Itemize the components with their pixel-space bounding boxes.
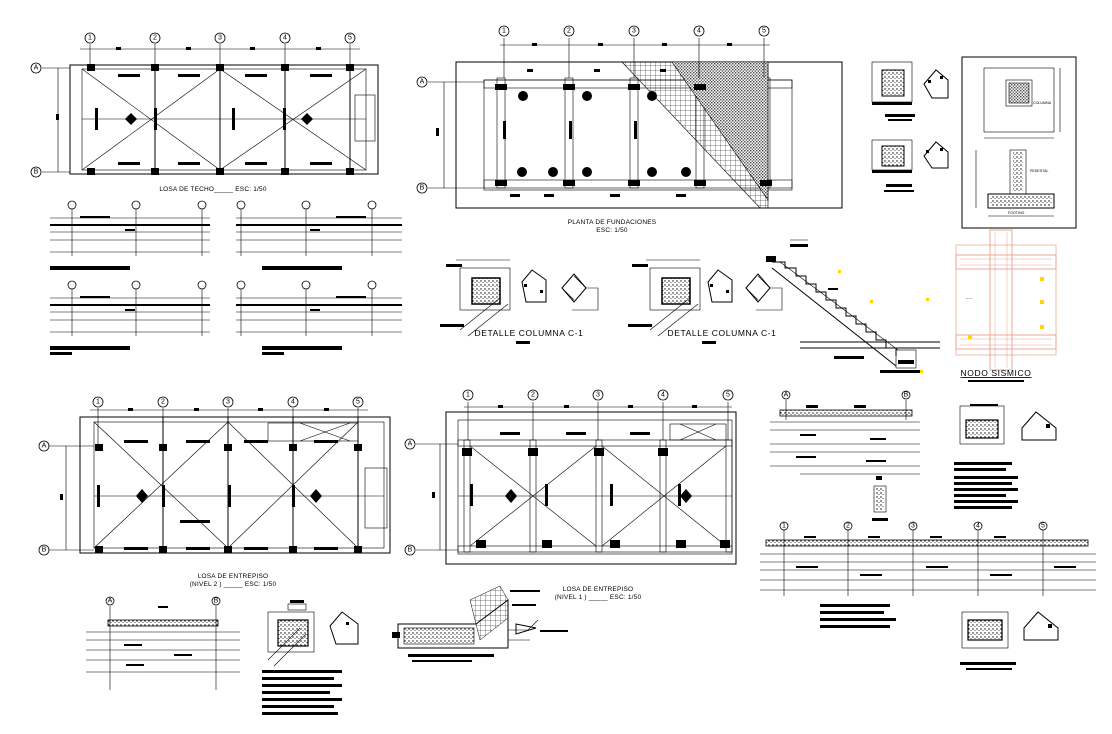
axis-label-3: 3 <box>218 35 222 42</box>
slab-level1-title: LOSA DE ENTREPISO <box>563 586 634 593</box>
foundation-title: PLANTA DE FUNDACIONES <box>568 219 657 226</box>
seismic-node-title: NODO SISMICO <box>961 368 1032 378</box>
slab-level-2-plan: 1 2 3 4 5 A B LOSA DE ENTREPISO (NIVEL 2… <box>38 396 391 588</box>
axis-label-5: 5 <box>356 399 360 406</box>
axis-label-4: 4 <box>976 523 980 530</box>
axis-label-4: 4 <box>661 392 665 399</box>
axis-label-1: 1 <box>88 35 92 42</box>
column-detail-title-2: DETALLE COLUMNA C-1 <box>667 328 776 338</box>
axis-label-2: 2 <box>846 523 850 530</box>
axis-label-2: 2 <box>567 28 571 35</box>
column-detail-title-1: DETALLE COLUMNA C-1 <box>474 328 583 338</box>
stair-section <box>766 239 940 373</box>
axis-label-2: 2 <box>161 399 165 406</box>
axis-label-1: 1 <box>96 399 100 406</box>
axis-label-a: A <box>408 441 413 448</box>
column-section-details-top <box>871 61 949 192</box>
axis-label-5: 5 <box>348 35 352 42</box>
roof-slab-title: LOSA DE TECHO_____ ESC: 1/50 <box>159 186 267 193</box>
seismic-node-detail: ─ ─ NODO SISMICO <box>955 229 1057 382</box>
axis-label-2: 2 <box>531 392 535 399</box>
slab-level-1-plan: 1 2 3 4 5 A B LOSA DE ENTREPISO (NIVEL 1… <box>404 389 737 601</box>
axis-label-3: 3 <box>632 28 636 35</box>
slab-level2-title: LOSA DE ENTREPISO <box>198 573 269 580</box>
axis-label-1: 1 <box>502 28 506 35</box>
axis-label-a: A <box>34 65 39 72</box>
axis-label-b: B <box>420 185 425 192</box>
foundation-plan: 1 2 3 4 5 A B PLANTA DE FUNDACIONES ESC:… <box>416 25 843 234</box>
axis-label-4: 4 <box>291 399 295 406</box>
beam-section-detail-bottom-right <box>960 611 1059 670</box>
axis-label-5: 5 <box>1041 523 1045 530</box>
axis-label-3: 3 <box>911 523 915 530</box>
axis-label-5: 5 <box>762 28 766 35</box>
axis-label-a: A <box>108 598 113 605</box>
beam-detail-right-bottom: 1 2 3 4 5 <box>760 521 1096 628</box>
axis-label-1: 1 <box>466 392 470 399</box>
axis-label-b: B <box>34 169 39 176</box>
beam-section-detail-right <box>954 404 1057 509</box>
axis-label-5: 5 <box>726 392 730 399</box>
slab-level2-scale: (NIVEL 2 ) _____ ESC: 1/50 <box>190 581 277 588</box>
axis-label-2: 2 <box>153 35 157 42</box>
axis-label-3: 3 <box>226 399 230 406</box>
axis-label-4: 4 <box>283 35 287 42</box>
column-label: COLUMNA <box>1033 101 1052 105</box>
axis-label-b: B <box>904 392 909 399</box>
axis-label-b: B <box>42 547 47 554</box>
axis-label-b: B <box>408 547 413 554</box>
axis-label-4: 4 <box>697 28 701 35</box>
beam-sections <box>50 200 402 355</box>
axis-label-a: A <box>42 443 47 450</box>
column-detail-c1-b: DETALLE COLUMNA C-1 <box>628 259 783 344</box>
roof-slab-plan: 1 2 3 4 5 A B LOSA DE TECHO_____ ESC: 1/… <box>30 32 379 193</box>
axis-label-a: A <box>784 392 789 399</box>
column-detail-bottom <box>262 600 359 715</box>
beam-detail-right-top: A B <box>770 390 920 521</box>
pedestal-label: PEDESTAL <box>1030 169 1049 173</box>
axis-label-a: A <box>420 79 425 86</box>
footing-detail: COLUMNA PEDESTAL FOOTING <box>961 56 1077 229</box>
svg-text:─ ─: ─ ─ <box>965 297 973 301</box>
axis-label-b: B <box>214 598 219 605</box>
footing-label: FOOTING <box>1008 211 1025 215</box>
axis-label-1: 1 <box>782 523 786 530</box>
beam-detail-bottom-left: A B <box>86 596 240 690</box>
slab-level1-scale: (NIVEL 1 ) _____ ESC: 1/50 <box>555 594 642 601</box>
foundation-scale: ESC: 1/50 <box>596 227 628 234</box>
column-detail-c1-a: DETALLE COLUMNA C-1 <box>440 259 599 344</box>
slab-joist-3d-detail <box>392 585 568 662</box>
axis-label-3: 3 <box>596 392 600 399</box>
